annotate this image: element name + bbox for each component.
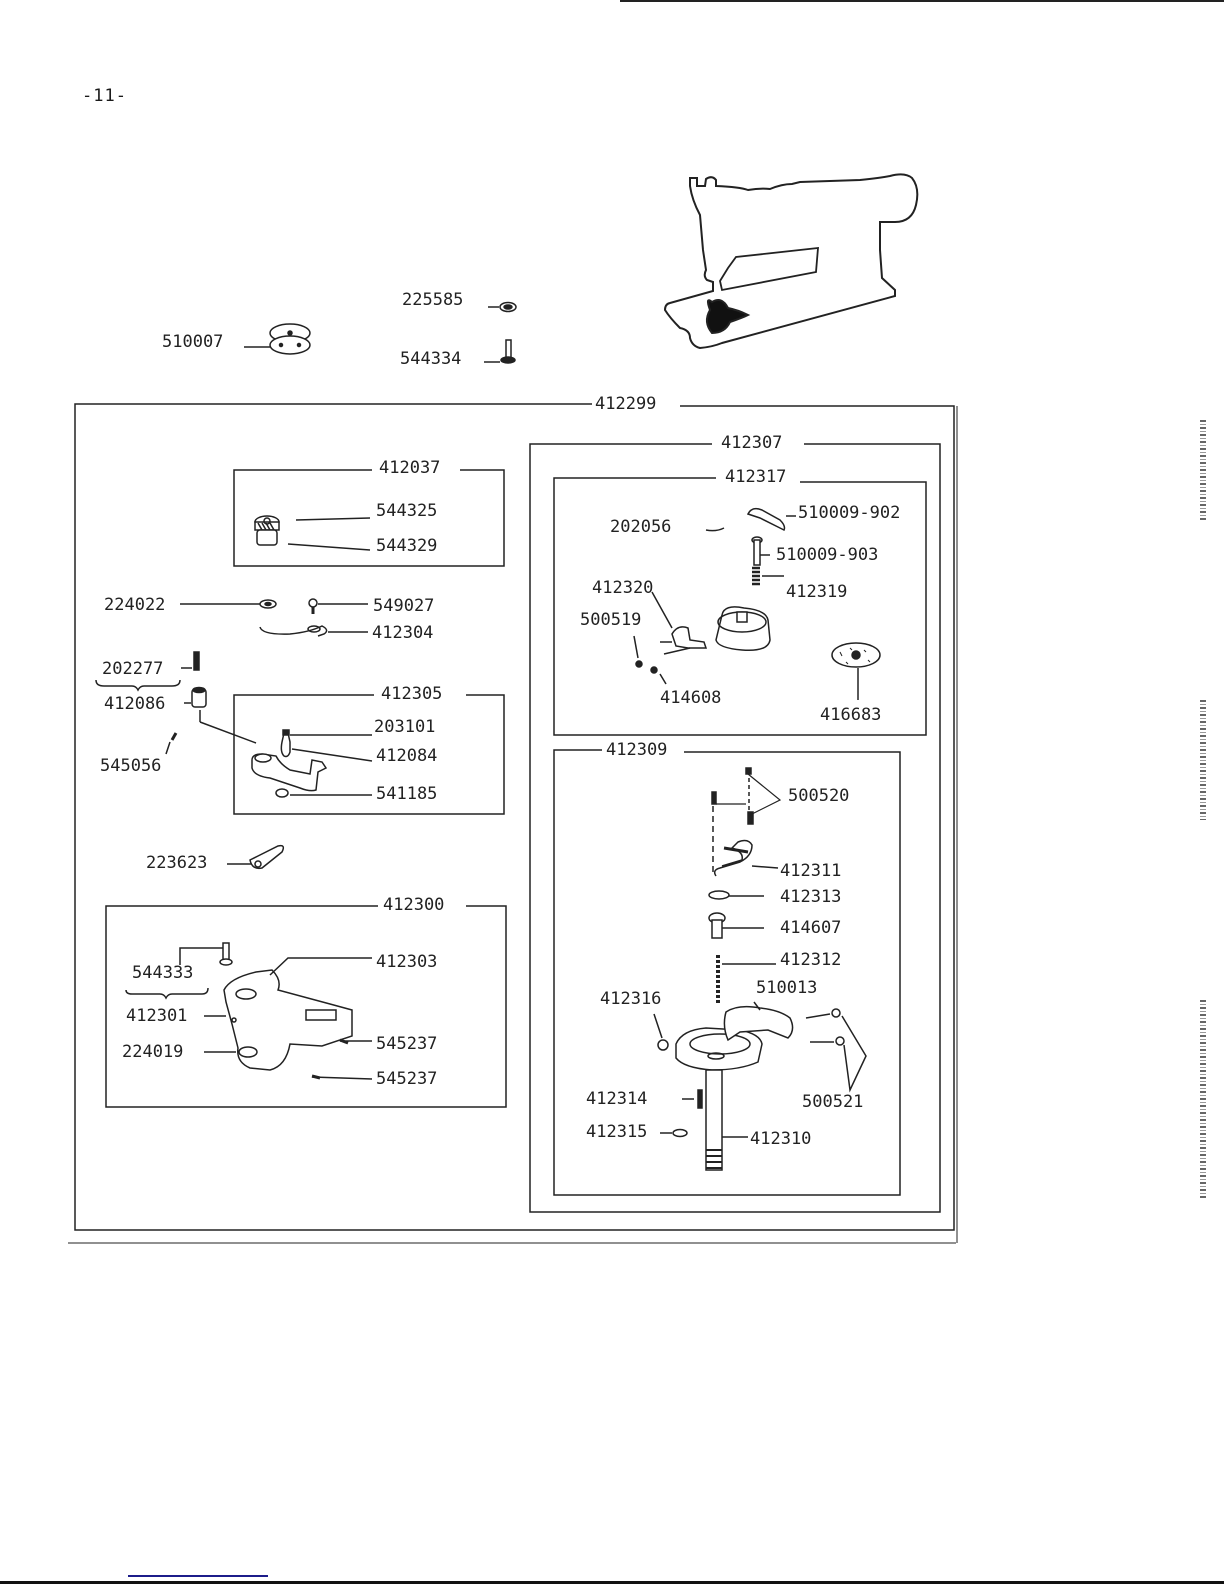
part-number-label: 544333 (132, 963, 194, 983)
part-number-label: 412315 (586, 1122, 648, 1142)
scan-artifact (1200, 1000, 1206, 1200)
washer-illustration (488, 301, 517, 313)
part-number-label: 202056 (610, 517, 672, 537)
screw-illustration (484, 339, 516, 364)
part-number-label: 500521 (802, 1092, 864, 1112)
part-number-label: 510007 (162, 332, 224, 352)
bottom-edge-line (128, 1575, 268, 1577)
assembly-number-label: 412305 (378, 685, 446, 703)
feed-bar-illustration (223, 969, 353, 1071)
sewing-machine-locator-illustration (663, 173, 919, 350)
part-number-label: 544325 (376, 501, 438, 521)
part-number-label: 412304 (372, 623, 434, 643)
part-number-label: 412314 (586, 1089, 648, 1109)
part-number-label: 549027 (373, 596, 435, 616)
part-number-label: 412303 (376, 952, 438, 972)
part-number-label: 544329 (376, 536, 438, 556)
scan-artifact (1200, 420, 1206, 520)
page-number: -11- (82, 86, 127, 106)
part-number-label: 412313 (780, 887, 842, 907)
part-number-label: 412301 (126, 1006, 188, 1026)
part-number-label: 545237 (376, 1069, 438, 1089)
part-number-label: 412086 (104, 694, 166, 714)
assembly-number-label: 412317 (722, 468, 790, 486)
bobbin-illustration (244, 323, 311, 355)
part-number-label: 510013 (756, 978, 818, 998)
part-number-label: 510009-902 (798, 503, 901, 523)
part-number-label: 223623 (146, 853, 208, 873)
part-number-label: 414607 (780, 918, 842, 938)
part-number-label: 203101 (374, 717, 436, 737)
part-number-label: 416683 (820, 705, 882, 725)
part-number-label: 500519 (580, 610, 642, 630)
part-number-label: 500520 (788, 786, 850, 806)
part-number-label: 224019 (122, 1042, 184, 1062)
felt-washer-illustration (831, 642, 881, 700)
part-number-label: 412312 (780, 950, 842, 970)
part-number-label: 412084 (376, 746, 438, 766)
hook-area-highlight (706, 299, 751, 335)
part-number-label: 510009-903 (776, 545, 879, 565)
scan-artifact (1200, 700, 1206, 820)
crank-illustration (251, 729, 328, 798)
part-number-label: 225585 (402, 290, 464, 310)
top-rule (620, 0, 1224, 2)
assembly-number-label: 412300 (380, 896, 448, 914)
part-number-label: 202277 (102, 659, 164, 679)
assembly-number-label: 412307 (718, 434, 786, 452)
assembly-number-label: 412037 (376, 459, 444, 477)
assembly-number-label: 412309 (603, 741, 671, 759)
part-number-label: 544334 (400, 349, 462, 369)
bottom-edge-bar (0, 1581, 1224, 1584)
part-number-label: 412319 (786, 582, 848, 602)
part-number-label: 545237 (376, 1034, 438, 1054)
assembly-number-label: 412299 (592, 395, 660, 413)
gear-illustration (254, 515, 280, 546)
part-number-label: 412311 (780, 861, 842, 881)
part-number-label: 412320 (592, 578, 654, 598)
part-number-label: 414608 (660, 688, 722, 708)
part-number-label: 541185 (376, 784, 438, 804)
part-number-label: 412310 (750, 1129, 812, 1149)
part-number-label: 224022 (104, 595, 166, 615)
part-number-label: 412316 (600, 989, 662, 1009)
part-number-label: 545056 (100, 756, 162, 776)
